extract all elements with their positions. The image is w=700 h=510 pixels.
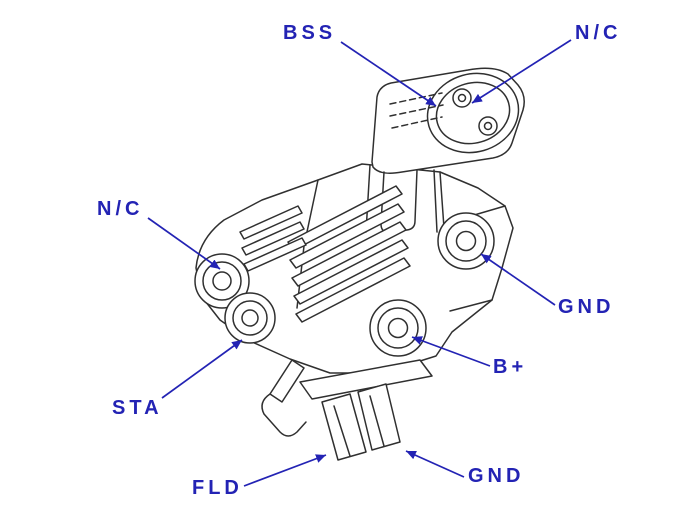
label-sta: STA	[112, 397, 163, 419]
boss-sta-outer	[232, 300, 268, 336]
bracket-and-terminals	[261, 359, 433, 461]
leader-sta	[161, 339, 243, 399]
label-gnd-right: GND	[558, 296, 615, 318]
terminal-blade-gnd	[357, 383, 401, 451]
label-nc-top: N/C	[575, 22, 622, 44]
fin-strip	[291, 221, 407, 287]
terminal-blade-fld	[321, 393, 367, 461]
connector-pin-1	[452, 88, 472, 108]
connector-pin-1-center	[457, 93, 467, 103]
leader-gnd-bottom	[405, 450, 465, 478]
fin-strip	[295, 257, 411, 323]
boss-gnd-right-outer	[445, 220, 487, 262]
leader-lines	[147, 39, 572, 487]
label-bss: BSS	[283, 22, 337, 44]
leader-fld	[243, 454, 327, 487]
terminal-blade-fld-fold	[333, 405, 351, 457]
label-b-plus: B+	[493, 356, 528, 378]
leader-nc-top	[471, 39, 572, 104]
hidden-line-2	[389, 104, 444, 117]
terminal-blade-gnd-fold	[369, 395, 385, 447]
label-nc-left: N/C	[97, 198, 144, 220]
hidden-line-1	[389, 92, 443, 105]
heat-sink-fins	[239, 185, 411, 323]
body-edge-bottomright	[449, 299, 493, 312]
boss-b-plus-outer	[377, 307, 419, 349]
leader-b-plus	[411, 336, 491, 367]
bracket-arm	[269, 359, 305, 403]
label-gnd-bottom: GND	[468, 465, 525, 487]
bracket-hook	[261, 393, 307, 437]
neck-right-edge	[433, 169, 438, 233]
connector-housing	[371, 67, 525, 174]
body-edge-right	[439, 171, 445, 229]
fin-strip	[293, 239, 409, 305]
leader-nc-left	[147, 217, 221, 270]
connector-face-outer	[426, 72, 520, 154]
hidden-line-3	[391, 116, 443, 129]
boss-gnd-right-hole	[455, 230, 477, 252]
boss-b-plus-hole	[387, 317, 409, 339]
fin-strip	[289, 203, 405, 269]
connector-face-inner	[435, 81, 511, 145]
connector-pin-2	[478, 116, 498, 136]
fin-strip-short	[241, 221, 305, 256]
boss-nc-left-outer	[202, 261, 242, 301]
boss-nc-left-hole	[212, 271, 232, 291]
boss-sta-hole	[241, 309, 259, 327]
leader-bss	[340, 41, 437, 107]
fin-strip-short	[239, 205, 303, 240]
leader-gnd-right	[480, 253, 556, 306]
terminal-base-plate	[299, 359, 433, 400]
connector-pin-2-center	[483, 121, 493, 131]
label-fld: FLD	[192, 477, 243, 499]
